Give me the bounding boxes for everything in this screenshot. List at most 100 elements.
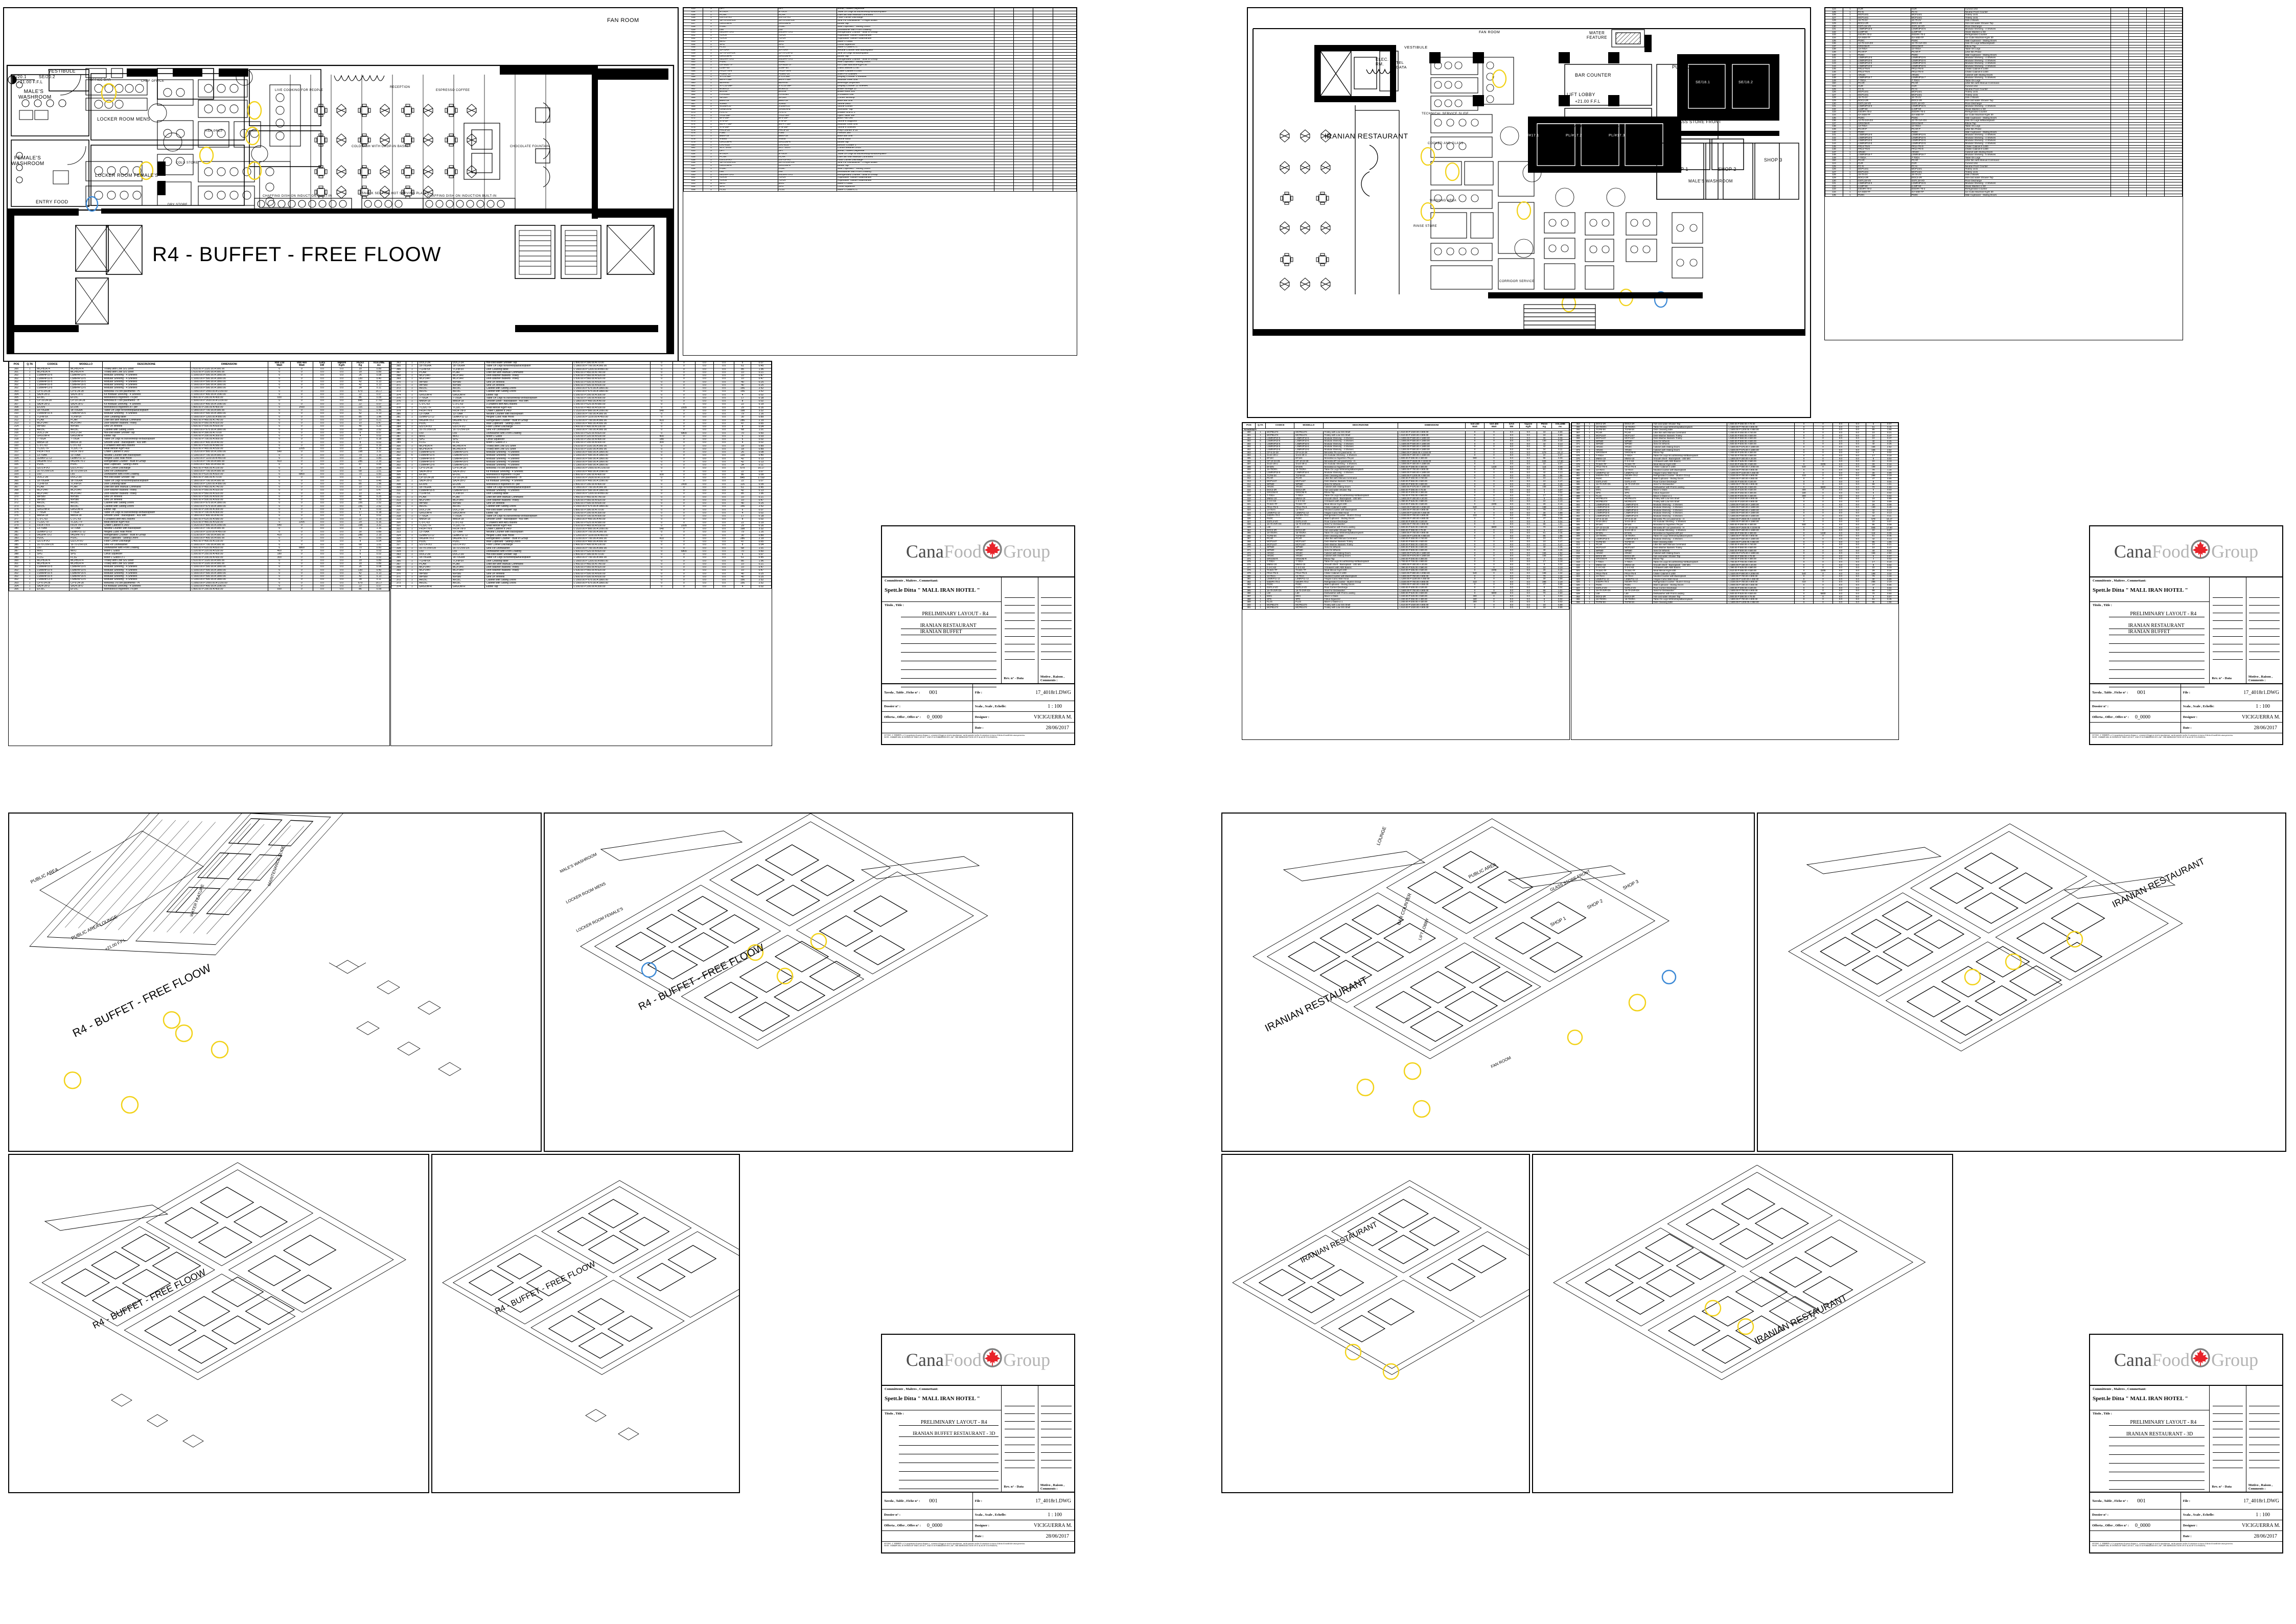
iso-view-iranian-1[interactable]: IRANIAN RESTAURANT LOUNGE PUBLIC AREA BA…	[1221, 813, 1755, 1152]
floor-plan-iranian[interactable]: IRANIAN RESTAURANT BAR COUNTER PUBLIC AR…	[1247, 7, 1811, 418]
sheet-panel-2[interactable]: IRANIAN RESTAURANT BAR COUNTER PUBLIC AR…	[1216, 3, 2292, 749]
iso-view-iranian-3[interactable]: IRANIAN RESTAURANT	[1221, 1154, 1530, 1493]
iso-view-buffet-1[interactable]: R4 - BUFFET - FREE FLOOW PUBLIC AREA PUB…	[8, 813, 542, 1152]
iso-view-buffet-4[interactable]: R4 - BUFFET - FREE FLOOW	[431, 1154, 740, 1493]
sheet-panel-1[interactable]: FAN ROOM VESTIBULE MALE'S WASHROOM FEMAL…	[3, 3, 1077, 749]
iso-view-buffet-2[interactable]: R4 - BUFFET - FREE FLOOW LOCKER ROOM MEN…	[544, 813, 1073, 1152]
